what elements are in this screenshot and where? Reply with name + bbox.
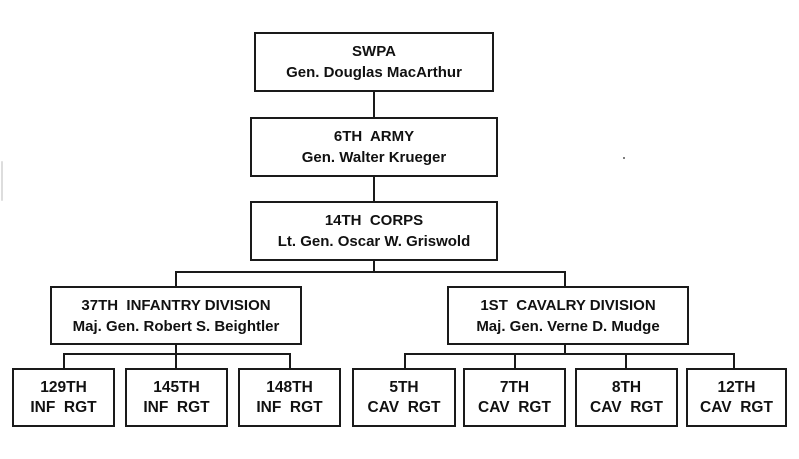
regiment-number: 8TH [611,378,642,396]
regiment-number: 12TH [717,378,756,396]
connector-to-5th [404,353,406,370]
regiment-type: CAV RGT [367,398,441,416]
scan-speck [1,161,3,201]
connector-to-12th [733,353,735,370]
regiment-type: INF RGT [256,398,323,416]
regiment-box-7th-cav: 7TH CAV RGT [463,368,566,427]
division-box-37th-infantry: 37TH INFANTRY DIVISION Maj. Gen. Robert … [50,286,302,345]
regiment-box-145th-inf: 145TH INF RGT [125,368,228,427]
regiment-number: 129TH [40,378,87,396]
division-commander: Maj. Gen. Verne D. Mudge [476,317,660,335]
corps-box: 14TH CORPS Lt. Gen. Oscar W. Griswold [250,201,498,261]
connector-37th-down [175,343,177,355]
scan-speck [623,157,625,159]
regiment-type: CAV RGT [700,398,773,416]
swpa-commander: Gen. Douglas MacArthur [286,64,462,81]
division-title: 37TH INFANTRY DIVISION [81,296,271,314]
regiment-box-5th-cav: 5TH CAV RGT [352,368,456,427]
connector-corps-divisions [373,259,375,273]
regiment-box-8th-cav: 8TH CAV RGT [575,368,678,427]
regiment-type: CAV RGT [590,398,663,416]
regiment-box-148th-inf: 148TH INF RGT [238,368,341,427]
division-commander: Maj. Gen. Robert S. Beightler [72,317,280,335]
swpa-title: SWPA [352,43,396,60]
regiment-type: INF RGT [143,398,210,416]
connector-to-129th [63,353,65,370]
regiment-box-129th-inf: 129TH INF RGT [12,368,115,427]
regiment-number: 148TH [266,378,313,396]
corps-commander: Lt. Gen. Oscar W. Griswold [277,233,471,250]
regiment-number: 5TH [389,378,419,396]
regiment-type: INF RGT [30,398,97,416]
connector-to-145th [175,353,177,370]
army-title: 6TH ARMY [333,128,415,145]
corps-title: 14TH CORPS [324,212,424,229]
connector-army-corps [373,175,375,203]
regiment-type: CAV RGT [478,398,551,416]
connector-cav-regiments-bar [404,353,735,355]
swpa-box: SWPA Gen. Douglas MacArthur [254,32,494,92]
regiment-number: 7TH [499,378,530,396]
regiment-box-12th-cav: 12TH CAV RGT [686,368,787,427]
connector-1st-cavalry-down [564,343,566,355]
army-commander: Gen. Walter Krueger [301,149,447,166]
connector-divisions-bar [175,271,566,273]
army-box: 6TH ARMY Gen. Walter Krueger [250,117,498,177]
connector-to-148th [289,353,291,370]
connector-inf-regiments-bar [63,353,291,355]
connector-swpa-army [373,90,375,119]
connector-to-1st-cavalry-division [564,271,566,288]
division-title: 1ST CAVALRY DIVISION [480,296,656,314]
regiment-number: 145TH [153,378,200,396]
connector-to-37th-division [175,271,177,288]
connector-to-8th [625,353,627,370]
division-box-1st-cavalry: 1ST CAVALRY DIVISION Maj. Gen. Verne D. … [447,286,689,345]
connector-to-7th [514,353,516,370]
